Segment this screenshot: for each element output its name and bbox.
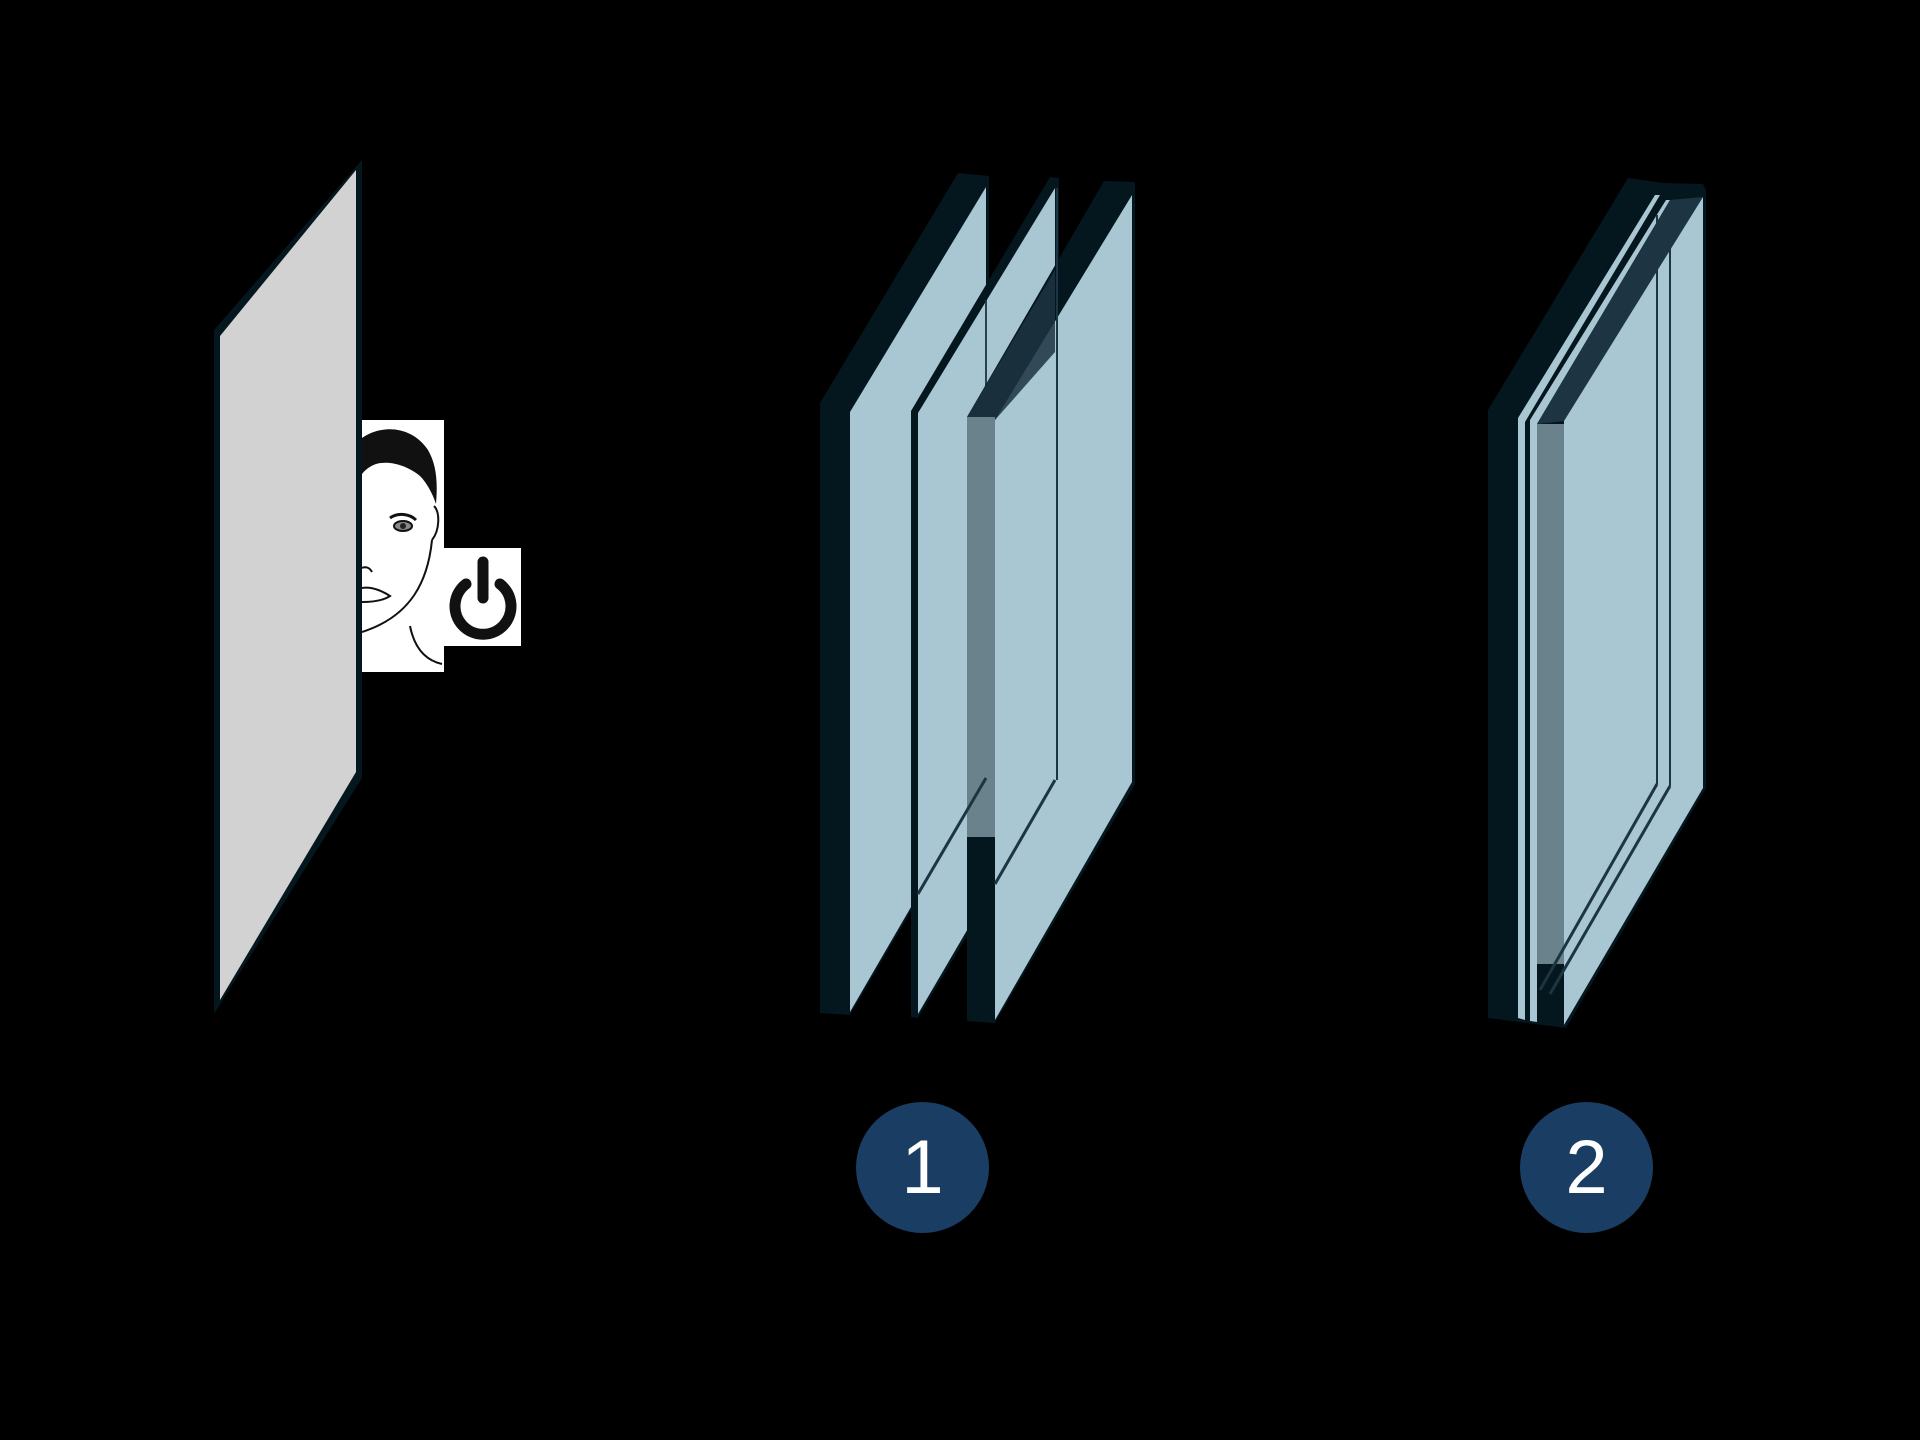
badge-number: 1 <box>901 1124 944 1210</box>
face-icon <box>362 420 444 672</box>
laminated-glazing <box>1488 178 1706 1028</box>
badge-laminated-glazing: 2 <box>1520 1102 1653 1233</box>
single-pane <box>214 160 362 1014</box>
badge-triple-glazing: 1 <box>856 1102 989 1233</box>
power-icon <box>444 548 521 646</box>
badge-number: 2 <box>1565 1124 1608 1210</box>
glass-pane-c <box>916 181 1135 1023</box>
triple-spaced-glazing <box>820 173 1135 1023</box>
